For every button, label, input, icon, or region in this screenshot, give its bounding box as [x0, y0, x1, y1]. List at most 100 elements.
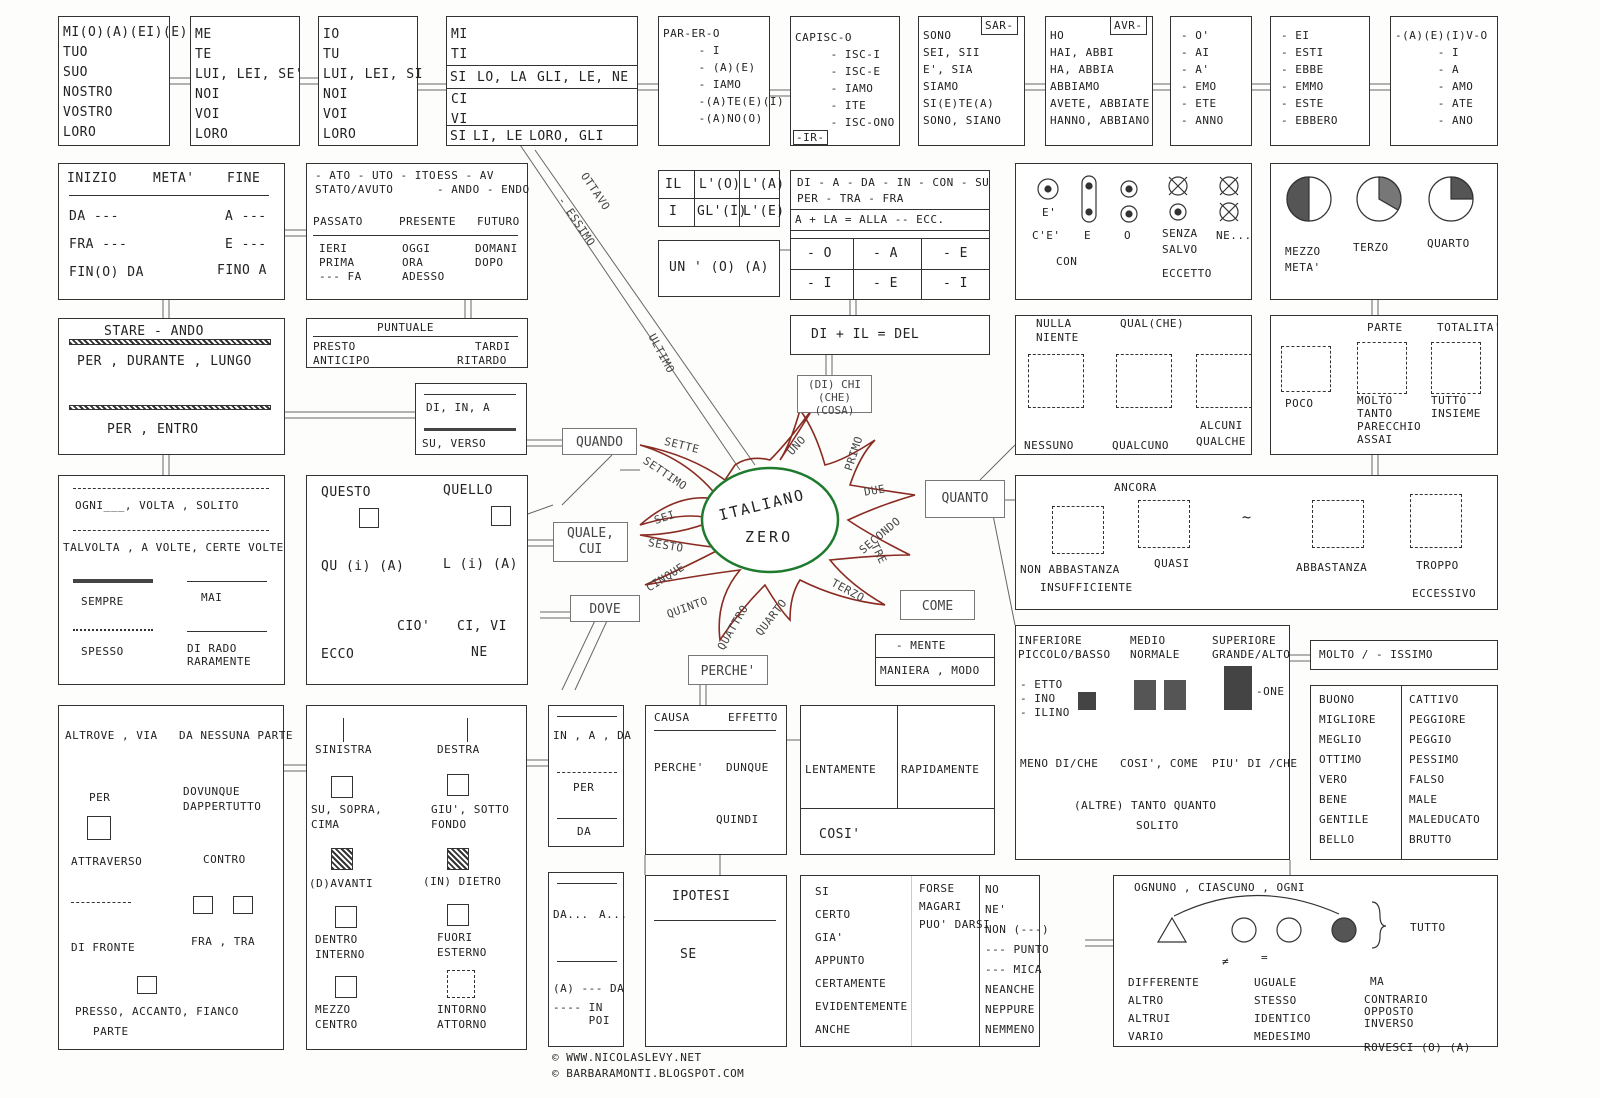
cause-effect-box: CAUSA EFFETTO PERCHE' DUNQUE QUINDI	[645, 705, 787, 855]
presto-label: PRESTO	[313, 340, 356, 353]
spesso-label: SPESSO	[81, 645, 124, 658]
ending-i: - I	[807, 276, 832, 291]
maybe-list: FORSE MAGARI PUO' DARSI	[919, 882, 991, 931]
inferiore-label: INFERIORE PICCOLO/BASSO	[1018, 634, 1111, 661]
ne-pronoun-label: NE	[471, 645, 488, 660]
manner-box: - MENTE MANIERA , MODO	[875, 634, 995, 686]
identity-shapes	[1156, 894, 1387, 949]
parte-label: PARTE	[1367, 321, 1403, 334]
perche-label: PERCHE'	[654, 761, 704, 774]
clitic-si2: SI	[450, 129, 467, 144]
da-label: DA ---	[69, 209, 119, 224]
cosi-come-label: COSI', COME	[1120, 757, 1199, 770]
imperfect-list: -(A)(E)(I)V-O - I - A - AMO - ATE - ANO	[1395, 29, 1488, 127]
article-la: L'(A)	[743, 177, 785, 192]
tonic-pronoun-box: ME TE LUI, LEI, SE' NOI VOI LORO	[190, 16, 303, 146]
frequency-box: OGNI___, VOLTA , SOLITO TALVOLTA , A VOL…	[58, 475, 285, 685]
verb-sar-tag: SAR-	[981, 16, 1018, 35]
per-place-label: PER	[89, 791, 111, 804]
differente-list: DIFFERENTE ALTRO ALTRUI VARIO	[1128, 976, 1200, 1043]
avanti-label: (D)AVANTI	[309, 877, 374, 890]
clitic-loro: LORO, GLI	[529, 129, 604, 144]
di-in-a-label: DI, IN, A	[426, 401, 491, 414]
directions-box: SINISTRA DESTRA SU, SOPRA, CIMA GIU', SO…	[306, 705, 527, 1050]
parte-place-label: PARTE	[93, 1025, 129, 1038]
alcuni-label: ALCUNI	[1200, 419, 1243, 432]
article-le: L'(E)	[743, 204, 785, 219]
ending-i2: - I	[943, 276, 968, 291]
molto-label: MOLTO TANTO PARECCHIO ASSAI	[1357, 394, 1422, 446]
causa-label: CAUSA	[654, 711, 690, 724]
a-label: A ---	[225, 209, 267, 224]
per-durante-label: PER , DURANTE , LUNGO	[77, 354, 252, 369]
article-il: IL	[665, 177, 682, 192]
verb-ir-tag: -IR-	[793, 130, 828, 145]
identity-box: OGNUNO , CIASCUNO , OGNI TUTTO ≠ = DIFFE…	[1113, 875, 1498, 1054]
verb-avr-tag: AVR-	[1110, 16, 1147, 35]
da-start-label: DA...	[553, 908, 589, 921]
verb-essere-list: SONO SEI, SII E', SIA SIAMO SI(E)TE(A) S…	[923, 29, 1002, 127]
quindi-label: QUINDI	[716, 813, 759, 826]
sufficiency-box: ANCORA NON ABBASTANZA INSUFFICIENTE QUAS…	[1015, 475, 1498, 610]
su-verso-label: SU, VERSO	[422, 437, 487, 450]
within-bar	[69, 405, 271, 410]
hub-quale-cui: QUALE, CUI	[553, 522, 628, 562]
eccessivo-label: ECCESSIVO	[1412, 587, 1477, 600]
tenses-box: - ATO - UTO - ITO STATO/AVUTO ESS - AV -…	[306, 163, 530, 300]
gerund-endings: - ANDO - ENDO	[437, 183, 530, 196]
affirm-list: SI CERTO GIA' APPUNTO CERTAMENTE EVIDENT…	[815, 885, 908, 1036]
hub-dove: DOVE	[570, 595, 640, 622]
negative-adjectives: CATTIVO PEGGIORE PEGGIO PESSIMO FALSO MA…	[1409, 693, 1481, 846]
past-list: - EI - ESTI - EBBE - EMMO - ESTE - EBBER…	[1281, 29, 1338, 127]
danessuna-label: DA NESSUNA PARTE	[179, 729, 293, 742]
civi-label: CI, VI	[457, 619, 507, 634]
fine-label: FINE	[227, 171, 261, 186]
dunque-label: DUNQUE	[726, 761, 769, 774]
time-line	[69, 195, 269, 196]
anticipo-label: ANTICIPO	[313, 354, 370, 367]
dovunque-label: DOVUNQUE DAPPERTUTTO	[183, 785, 262, 813]
mezzo-label: MEZZO	[1285, 245, 1321, 258]
da-motion-label: DA	[577, 825, 592, 838]
senza-label: SENZA	[1162, 227, 1198, 240]
gerund-aux: ESS - AV	[437, 169, 494, 182]
clitic-si: SI	[450, 70, 467, 85]
tense-line	[313, 235, 518, 236]
future-words: DOMANI DOPO	[475, 242, 518, 269]
presente-label: PRESENTE	[399, 215, 456, 228]
clitic-pronoun-box: MI TI SI LO, LA GLI, LE, NE CI VI SI LI,…	[446, 16, 638, 146]
future-list: - O' - AI - A' - EMO - ETE - ANNO	[1181, 29, 1224, 127]
destra-label: DESTRA	[437, 743, 480, 756]
contro-label: CONTRO	[203, 853, 246, 866]
positive-adjectives: BUONO MIGLIORE MEGLIO OTTIMO VERO BENE G…	[1319, 693, 1376, 846]
article-un: UN ' (O) (A)	[669, 260, 769, 275]
ecco-label: ECCO	[321, 647, 355, 662]
credit-line-2: © BARBARAMONTI.BLOGSPOT.COM	[552, 1067, 745, 1080]
hub-quanto: QUANTO	[925, 480, 1005, 518]
prepositions-box: DI - A - DA - IN - CON - SU PER - TRA - …	[790, 170, 990, 300]
articles-box: IL L'(O) L'(A) I GL'(I) L'(E)	[658, 170, 784, 227]
prep-line-2: PER - TRA - FRA	[797, 192, 904, 205]
dirado-label: DI RADO RARAMENTE	[187, 642, 252, 668]
issimo-box: BUONO MIGLIORE MEGLIO OTTIMO VERO BENE G…	[1310, 685, 1498, 860]
speed-box: LENTAMENTE RAPIDAMENTE COSI'	[800, 705, 995, 855]
ancora-label: ANCORA	[1114, 481, 1157, 494]
future-endings-box: - O' - AI - A' - EMO - ETE - ANNO	[1170, 16, 1252, 146]
puntuale-title: PUNTUALE	[377, 321, 434, 334]
cosi-manner-label: COSI'	[819, 827, 861, 842]
del-formula: DI + IL = DEL	[811, 327, 920, 342]
terzo-label: TERZO	[1353, 241, 1389, 254]
prep-line-3: A + LA = ALLA -- ECC.	[795, 213, 945, 226]
fra-label: FRA ---	[69, 237, 128, 252]
meta-fraction-label: META'	[1285, 261, 1321, 274]
fraction-icons	[1286, 176, 1474, 222]
meno-di-label: MENO DI/CHE	[1020, 757, 1099, 770]
verb-avere-list: HO HAI, ABBI HA, ABBIA ABBIAMO AVETE, AB…	[1050, 29, 1150, 127]
piu-di-label: PIU' DI /CHE	[1212, 757, 1298, 770]
hub-quando: QUANDO	[562, 428, 637, 455]
clitic-li: LI, LE	[473, 129, 523, 144]
article-i: I	[669, 204, 678, 219]
presso-label: PRESSO, ACCANTO, FIANCO	[75, 1005, 239, 1018]
e-label: E	[1084, 229, 1092, 242]
